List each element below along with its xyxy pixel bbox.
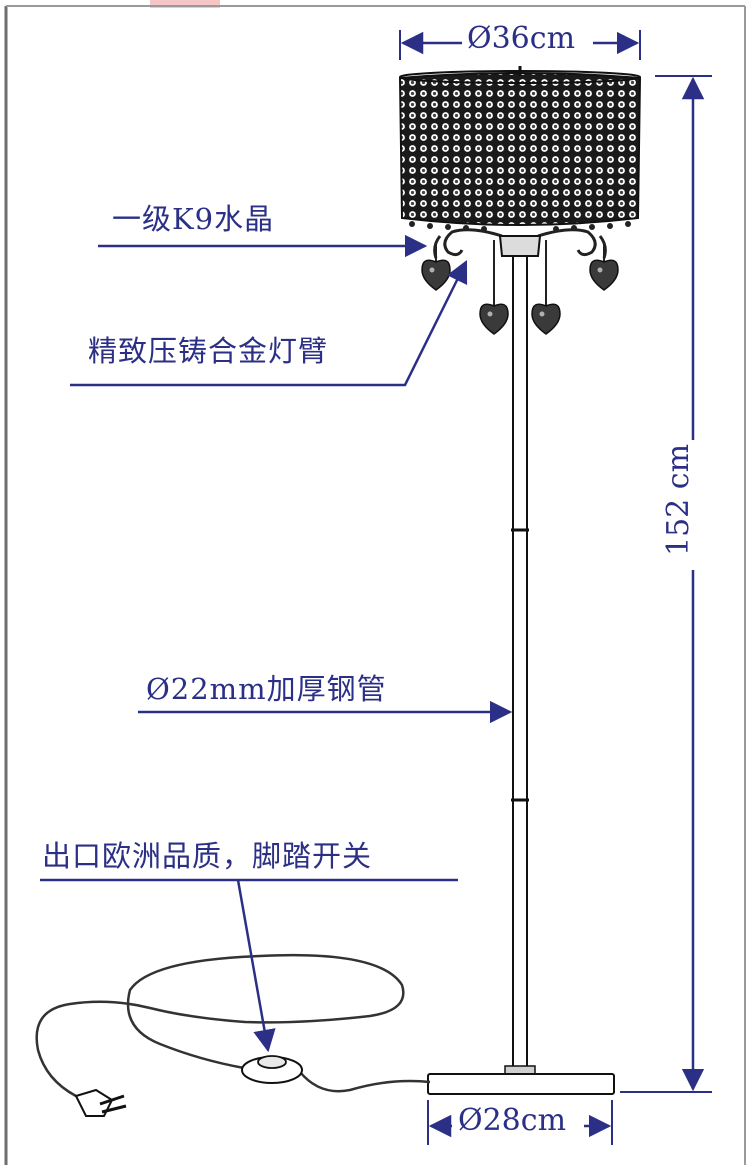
pipe-label: Ø22mm加厚钢管 xyxy=(146,672,387,706)
crystal-label: 一级K9水晶 xyxy=(112,202,275,236)
switch-label: 出口欧洲品质，脚踏开关 xyxy=(42,839,373,873)
leader-lines xyxy=(40,234,513,1053)
crystal-shade xyxy=(398,66,642,232)
power-plug xyxy=(74,1088,127,1117)
foot-switch xyxy=(241,1055,303,1084)
base-diameter-dimension xyxy=(427,1100,613,1145)
steel-pole xyxy=(498,235,542,1077)
power-cord xyxy=(35,953,431,1098)
watermark xyxy=(150,0,220,8)
base-diameter-label: Ø28cm xyxy=(458,1103,567,1138)
top-diameter-dimension xyxy=(399,30,641,60)
height-label: 152 cm xyxy=(661,443,696,556)
top-diameter-label: Ø36cm xyxy=(467,21,576,56)
arm-label: 精致压铸合金灯臂 xyxy=(88,334,329,368)
image-frame xyxy=(4,5,746,1165)
crystal-drops xyxy=(421,240,619,335)
lamp-base xyxy=(427,1073,615,1095)
height-dimension xyxy=(620,75,712,1093)
